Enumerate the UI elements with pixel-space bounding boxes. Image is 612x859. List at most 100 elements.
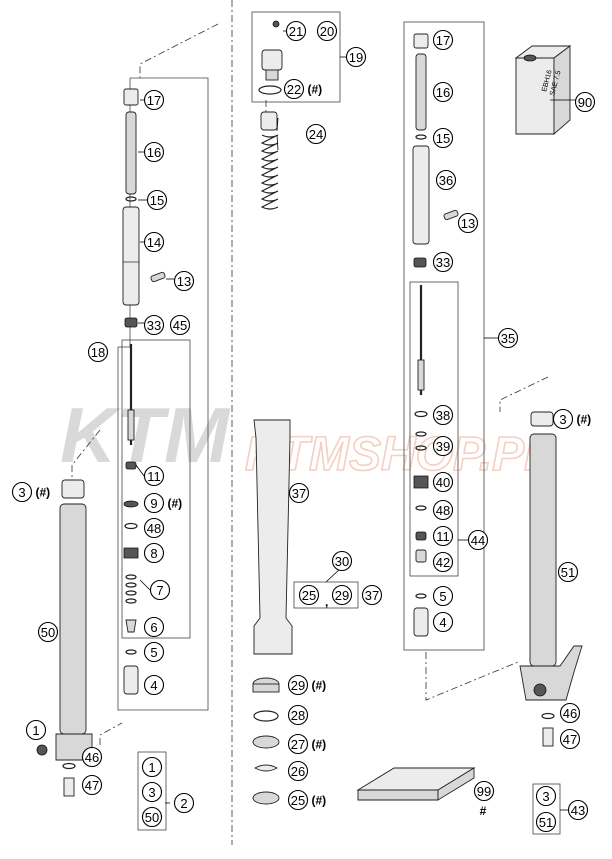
callout-number: 35 (501, 331, 515, 346)
callout-suffix: (#) (308, 83, 323, 97)
callout-circle (535, 785, 557, 807)
left-fork-parts (36, 88, 166, 797)
callout-circle (11, 481, 33, 503)
leader-lines (135, 30, 576, 811)
callout-circle (143, 674, 165, 696)
callout-11: 11 (432, 525, 454, 547)
callout-20: 20 (316, 20, 338, 42)
callout-47: 47 (559, 728, 581, 750)
callout-1: 1 (25, 719, 47, 741)
callout-number: 13 (461, 216, 475, 231)
callout-39: 39 (432, 435, 454, 457)
callout-3: 3 (141, 781, 163, 803)
callout-circle (432, 471, 454, 493)
callout-29: 29(#) (287, 674, 326, 696)
callout-number: 4 (150, 678, 157, 693)
callout-number: 21 (289, 24, 303, 39)
callout-circle (432, 81, 454, 103)
callout-number: 18 (91, 345, 105, 360)
callout-circle (173, 792, 195, 814)
callout-27: 27(#) (287, 733, 326, 755)
callout-number: 47 (563, 732, 577, 747)
assembly-frames (71, 0, 561, 845)
callout-circle (143, 641, 165, 663)
callout-circle (457, 212, 479, 234)
callout-circle (143, 517, 165, 539)
callout-number: 27 (291, 737, 305, 752)
callout-46: 46 (81, 746, 103, 768)
callout-number: 40 (436, 475, 450, 490)
callout-21: 21 (285, 20, 307, 42)
callout-number: 8 (150, 546, 157, 561)
callout-number: 5 (150, 645, 157, 660)
callout-50: 50 (141, 806, 163, 828)
callout-circle (432, 585, 454, 607)
callout-circle (331, 550, 353, 572)
callout-circle (143, 89, 165, 111)
callout-number: 28 (291, 708, 305, 723)
callout-18: 18 (87, 341, 109, 363)
callout-19: 19 (345, 46, 367, 68)
callout-number: 39 (436, 439, 450, 454)
callout-number: 33 (436, 255, 450, 270)
callout-number: 24 (309, 127, 323, 142)
callout-8: 8 (143, 542, 165, 564)
callout-47: 47 (81, 774, 103, 796)
callout-13: 13 (173, 270, 195, 292)
callout-35: 35 (497, 327, 519, 349)
callout-5: 5 (143, 641, 165, 663)
callout-51: 51 (557, 561, 579, 583)
callout-circle (432, 404, 454, 426)
callout-38: 38 (432, 404, 454, 426)
callout-number: 50 (145, 810, 159, 825)
callout-circle (331, 584, 353, 606)
callout-circle (25, 719, 47, 741)
callout-number: 43 (571, 803, 585, 818)
callout-suffix: (#) (577, 413, 592, 427)
callout-number: 51 (539, 815, 553, 830)
callout-circle (432, 525, 454, 547)
callout-circle (173, 270, 195, 292)
callout-circle (432, 127, 454, 149)
callout-circle (285, 20, 307, 42)
callout-circle (567, 799, 589, 821)
callout-number: 5 (439, 589, 446, 604)
watermark-brand: KTM (60, 400, 231, 479)
callout-50: 50 (37, 621, 59, 643)
callout-number: 90 (578, 95, 592, 110)
callout-number: 17 (147, 93, 161, 108)
center-parts (252, 20, 476, 805)
callout-number: 42 (436, 555, 450, 570)
callout-number: 3 (559, 412, 566, 427)
callout-circle (37, 621, 59, 643)
callout-number: 36 (439, 173, 453, 188)
callout-number: 48 (436, 503, 450, 518)
callout-number: 99 (477, 784, 491, 799)
callout-43: 43 (567, 799, 589, 821)
callout-33: 33 (143, 314, 165, 336)
callout-number: 17 (436, 33, 450, 48)
callout-5: 5 (432, 585, 454, 607)
callout-circle (143, 141, 165, 163)
callout-circle (361, 584, 383, 606)
callout-circle (535, 811, 557, 833)
callout-13: 13 (457, 212, 479, 234)
callout-26: 26 (287, 760, 309, 782)
callout-circle (432, 29, 454, 51)
callout-42: 42 (432, 551, 454, 573)
callout-circle (316, 20, 338, 42)
callout-circle (287, 789, 309, 811)
callout-circle (141, 781, 163, 803)
callout-circle (149, 579, 171, 601)
callout-14: 14 (143, 231, 165, 253)
watermark-site: KTMSHOP.PL (245, 428, 553, 481)
callout-number: 3 (542, 789, 549, 804)
callout-circle (435, 169, 457, 191)
callout-3: 3 (535, 785, 557, 807)
callout-circle (287, 760, 309, 782)
ktm-watermark: KTM KTMSHOP.PL (60, 400, 554, 482)
callout-number: 11 (147, 469, 161, 484)
callout-circle (288, 482, 310, 504)
